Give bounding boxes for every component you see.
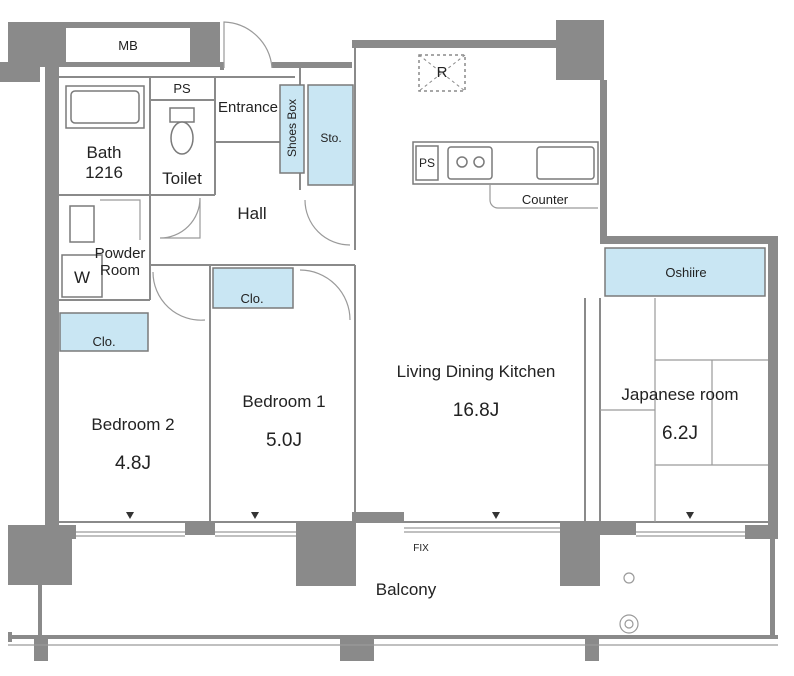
- drain-icon: [619, 614, 639, 634]
- partitions: [59, 48, 768, 537]
- fixtures: [61, 54, 768, 634]
- label-shoes-box: Shoes Box: [285, 99, 299, 157]
- window-marker: [686, 512, 694, 519]
- storages: [59, 84, 766, 352]
- label-fix: FIX: [413, 543, 429, 554]
- label-bedroom-2: Bedroom 2: [91, 415, 174, 434]
- washing-machine: [61, 254, 103, 298]
- label-powder: Powder: [95, 245, 146, 262]
- label-entrance: Entrance: [218, 99, 278, 116]
- window-marker: [251, 512, 259, 519]
- label-oshiire: Oshiire: [665, 265, 706, 280]
- label-sto: Sto.: [320, 131, 341, 145]
- label-counter: Counter: [522, 192, 569, 207]
- label-hall: Hall: [237, 204, 266, 223]
- oshiire: [604, 247, 766, 297]
- toilet-bowl: [169, 107, 195, 123]
- label-japanese-room-size: 6.2J: [662, 423, 698, 444]
- clo-left: [59, 312, 149, 352]
- range-hood: [418, 54, 466, 92]
- label-bedroom-1: Bedroom 1: [242, 392, 325, 411]
- label-ps-top: PS: [173, 81, 191, 96]
- sto-closet: [307, 84, 354, 186]
- shoes-box: [279, 84, 305, 174]
- label-powder-room: Room: [100, 262, 140, 279]
- clo-mid: [212, 267, 294, 309]
- label-bedroom-1-size: 5.0J: [266, 430, 302, 451]
- label-bath: Bath: [87, 143, 122, 162]
- washbasin: [69, 205, 95, 243]
- walls: [0, 20, 778, 661]
- label-clo-mid: Clo.: [240, 291, 263, 306]
- window-marker: [492, 512, 500, 519]
- label-balcony: Balcony: [376, 580, 437, 599]
- doors: [100, 21, 351, 321]
- label-r: R: [437, 64, 448, 81]
- window-marker: [126, 512, 134, 519]
- label-bedroom-2-size: 4.8J: [115, 453, 151, 474]
- label-ldk: Living Dining Kitchen: [397, 362, 556, 381]
- drain-icon: [623, 572, 635, 584]
- label-bath-size: 1216: [85, 163, 123, 182]
- labels: MB PS Entrance Shoes Box Sto. Bath 1216 …: [74, 38, 739, 599]
- label-mb: MB: [118, 38, 138, 53]
- label-japanese-room: Japanese room: [621, 385, 738, 404]
- label-ps-kitchen: PS: [419, 156, 435, 170]
- label-toilet: Toilet: [162, 169, 202, 188]
- label-w: W: [74, 268, 90, 287]
- label-clo-left: Clo.: [92, 334, 115, 349]
- label-ldk-size: 16.8J: [453, 400, 499, 421]
